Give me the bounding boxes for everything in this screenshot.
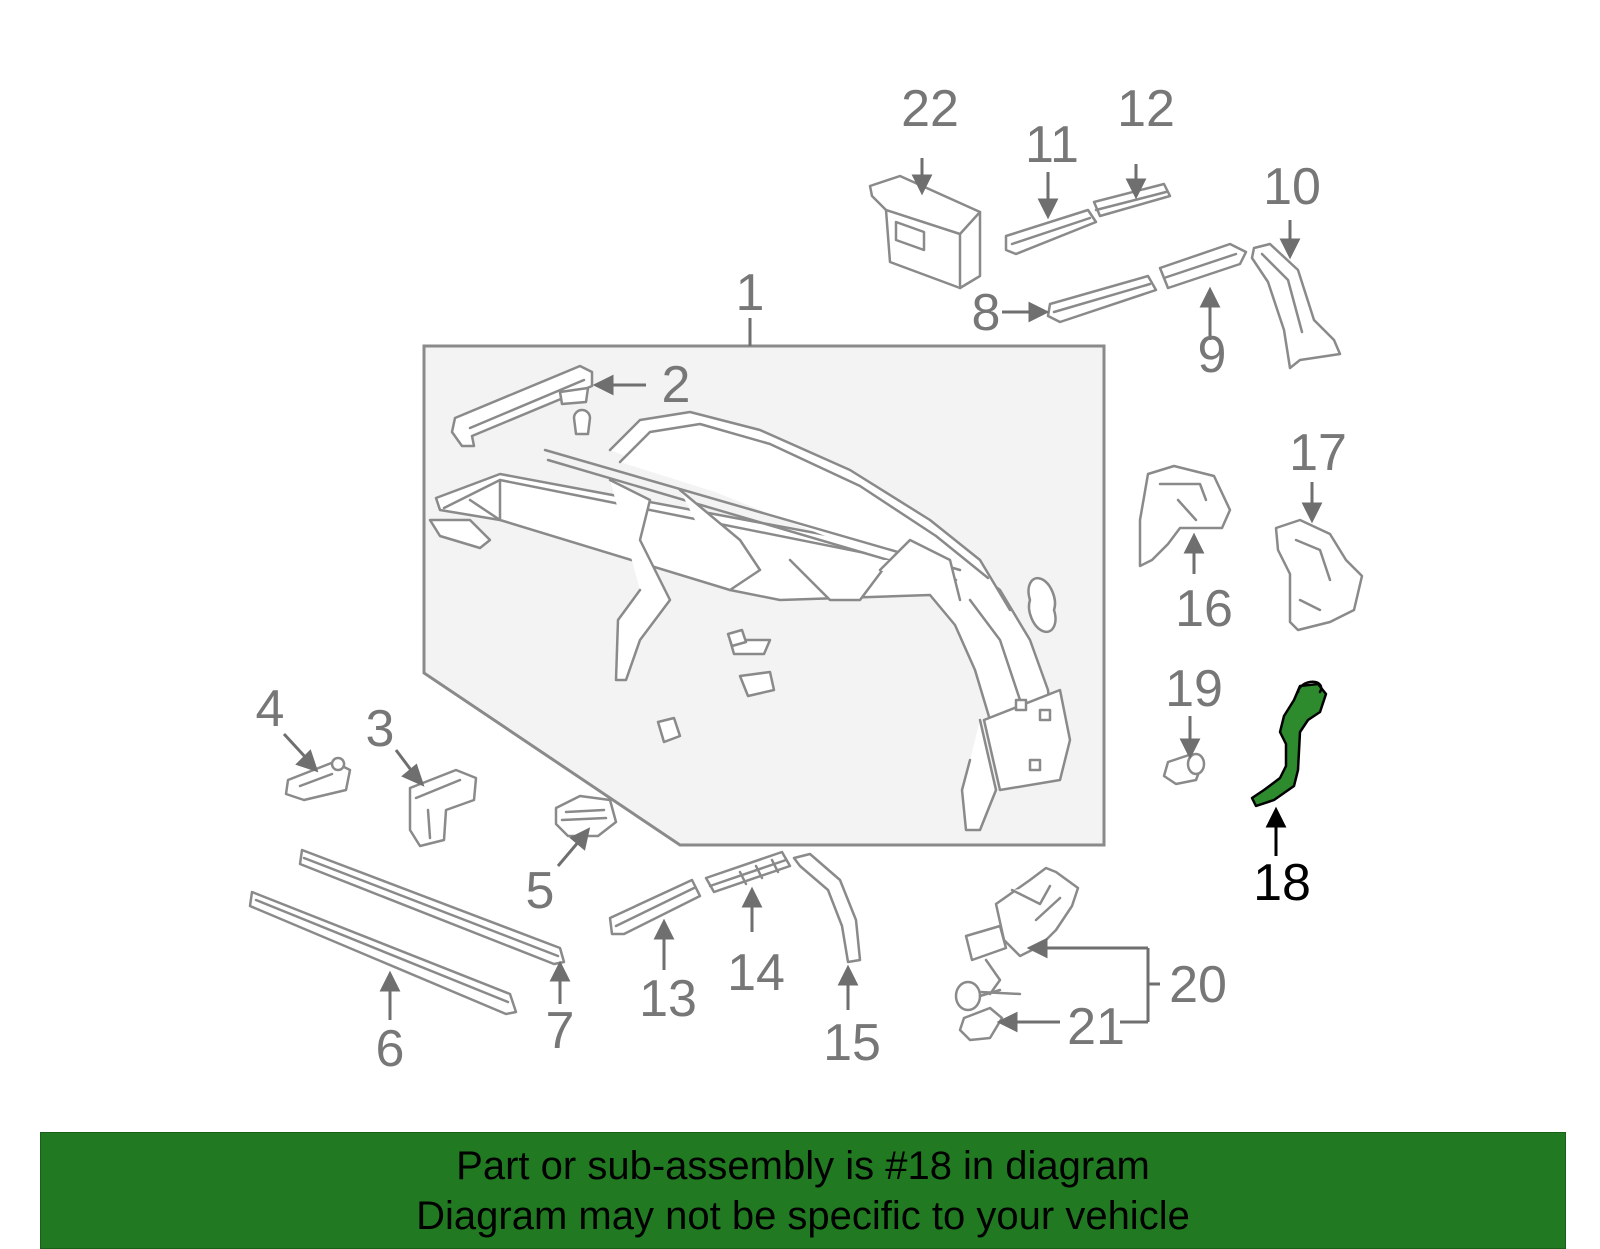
part-20-motor[interactable] <box>956 868 1078 1010</box>
part-21-bracket[interactable] <box>960 1008 1002 1040</box>
callout-19: 19 <box>1165 660 1223 718</box>
info-banner: Part or sub-assembly is #18 in diagram D… <box>40 1132 1566 1249</box>
callout-18-highlighted: 18 <box>1253 854 1311 912</box>
callout-14: 14 <box>727 944 785 1002</box>
part-3-bracket[interactable] <box>410 770 476 846</box>
callout-11: 11 <box>1025 116 1079 174</box>
part-22-box[interactable] <box>870 176 980 288</box>
callout-12: 12 <box>1117 80 1175 138</box>
callout-22: 22 <box>901 80 959 138</box>
part-19-clip[interactable] <box>1164 754 1204 784</box>
part-2-bracket[interactable] <box>452 366 592 446</box>
part-13-seal[interactable] <box>610 880 700 934</box>
banner-line-part-info: Part or sub-assembly is #18 in diagram <box>456 1143 1150 1188</box>
callout-3: 3 <box>366 700 395 758</box>
callout-13: 13 <box>639 970 697 1028</box>
part-1-top-frame[interactable] <box>430 412 1070 830</box>
part-5-pad[interactable] <box>556 796 616 836</box>
banner-line-disclaimer: Diagram may not be specific to your vehi… <box>416 1193 1190 1238</box>
part-8-rail[interactable] <box>1048 276 1156 322</box>
callout-20: 20 <box>1169 956 1227 1014</box>
callout-16: 16 <box>1175 580 1233 638</box>
part-16-bracket[interactable] <box>1140 466 1230 566</box>
part-6-weatherstrip[interactable] <box>250 892 516 1014</box>
part-15-seal[interactable] <box>794 854 860 962</box>
part-4-latch[interactable] <box>286 758 350 800</box>
part-18-highlighted[interactable] <box>1252 682 1326 806</box>
part-17-bracket[interactable] <box>1276 520 1362 630</box>
parts-diagram: 1 2 3 4 5 6 7 8 9 10 11 12 13 14 15 16 1… <box>0 80 1600 1078</box>
callout-9: 9 <box>1198 326 1227 384</box>
callout-6: 6 <box>376 1020 405 1078</box>
part-9-rail[interactable] <box>1160 244 1246 288</box>
part-14-seal[interactable] <box>706 852 790 892</box>
callout-10: 10 <box>1263 158 1321 216</box>
callout-17: 17 <box>1289 424 1347 482</box>
callout-2: 2 <box>662 356 691 414</box>
callout-1: 1 <box>736 264 765 322</box>
part-7-weatherstrip[interactable] <box>300 850 564 964</box>
callout-8: 8 <box>972 284 1001 342</box>
leader-line-18 <box>1265 806 1287 856</box>
part-11-seal[interactable] <box>1006 210 1096 254</box>
callout-15: 15 <box>823 1014 881 1072</box>
callout-4: 4 <box>256 680 285 738</box>
leader-lines <box>282 158 1323 1033</box>
callout-21: 21 <box>1067 998 1125 1056</box>
callout-5: 5 <box>526 862 555 920</box>
part-10-bow[interactable] <box>1252 244 1340 368</box>
callout-7: 7 <box>546 1002 575 1060</box>
